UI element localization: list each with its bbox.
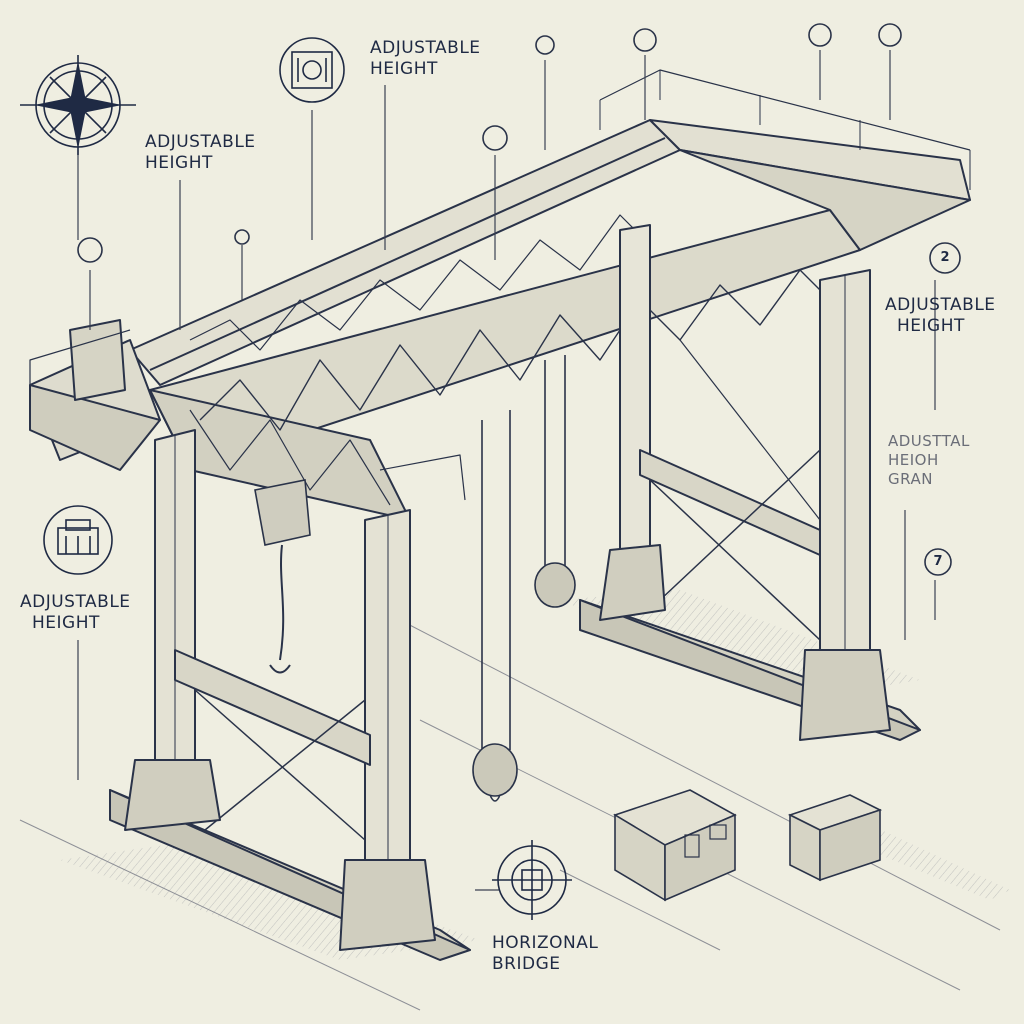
label-top-center: ADJUSTABLE HEIGHT bbox=[370, 38, 481, 79]
mechanism-icon bbox=[279, 37, 345, 103]
building-icon bbox=[43, 505, 113, 575]
callout-circle-7 bbox=[924, 548, 952, 576]
back-left-leg bbox=[619, 224, 651, 576]
label-left-middle: ADJUSTABLE HEIGHT bbox=[20, 592, 131, 633]
label-right-faint: ADUSTTAL HEIOH GRAN bbox=[888, 432, 970, 488]
leader-lines bbox=[77, 50, 936, 891]
hook-chain bbox=[279, 544, 285, 661]
trolley-block bbox=[254, 479, 311, 546]
cabin-units bbox=[613, 789, 883, 902]
target-icon bbox=[492, 840, 572, 920]
front-hook-block bbox=[472, 743, 518, 797]
callout-number-right-lower: 7 bbox=[933, 554, 943, 569]
label-right: ADJUSTABLE HEIGHT bbox=[885, 295, 996, 336]
callout-number-right-upper: 2 bbox=[940, 250, 950, 265]
right-cross-beam bbox=[639, 449, 821, 556]
compass-rose-icon bbox=[20, 55, 136, 155]
hoist-assembly bbox=[254, 355, 576, 802]
callout-circle-2 bbox=[929, 242, 961, 274]
crane-frame bbox=[29, 69, 971, 961]
label-bottom: HORIZONAL BRIDGE bbox=[492, 933, 599, 974]
circle-markers bbox=[77, 23, 961, 576]
label-top-left: ADJUSTABLE HEIGHT bbox=[145, 132, 256, 173]
rear-hook-block bbox=[534, 562, 576, 608]
